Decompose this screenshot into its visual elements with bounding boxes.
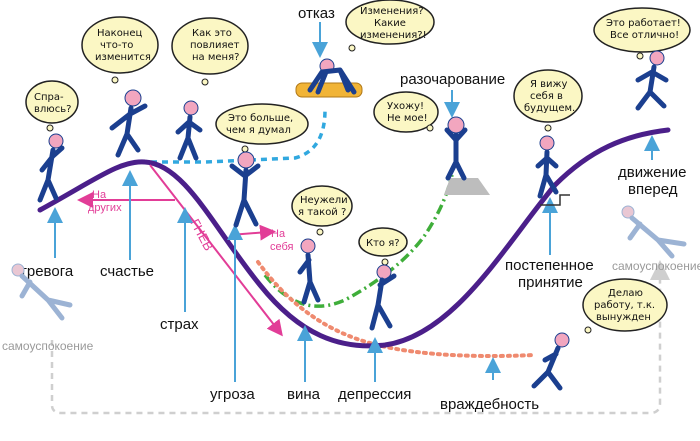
stage-depressiya: депрессия <box>338 386 411 403</box>
figure-vina <box>297 238 321 305</box>
svg-text:Ухожу!: Ухожу! <box>387 101 424 112</box>
bubble-kak: Как это повлияет на меня? <box>171 17 249 86</box>
svg-text:Какие: Какие <box>374 18 406 29</box>
figure-ugroza <box>229 151 261 228</box>
bubble-bolshe: Это больше, чем я думал <box>215 103 309 153</box>
figure-razocharovanie <box>444 116 468 181</box>
svg-text:вынужден: вынужден <box>596 312 651 323</box>
figure-depressiya <box>369 264 397 331</box>
svg-text:влюсь?: влюсь? <box>34 104 71 115</box>
figure-trevoga <box>37 133 65 203</box>
svg-text:будущем.: будущем. <box>524 103 575 114</box>
svg-text:Спра-: Спра- <box>34 92 64 103</box>
stage-arrows <box>47 22 660 382</box>
svg-text:Не мое!: Не мое! <box>387 113 428 124</box>
svg-text:Наконец: Наконец <box>97 28 142 39</box>
svg-text:Кто я?: Кто я? <box>366 238 400 249</box>
svg-text:Неужели: Неужели <box>300 195 348 206</box>
dashed-path-to-otkaz <box>140 109 327 164</box>
stage-dvizhenie-1: движение <box>618 164 686 181</box>
stage-razocharovanie: разочарование <box>400 71 505 88</box>
figure-samouspokoenie-right <box>621 205 687 259</box>
stage-dvizhenie-2: вперед <box>628 181 678 198</box>
step-block <box>540 194 570 206</box>
svg-text:Это работает!: Это работает! <box>606 18 681 29</box>
na-drugikh-label-1: На <box>92 189 107 201</box>
stage-postepennoe-1: постепенное <box>505 257 594 274</box>
return-loop-path <box>50 260 670 415</box>
svg-text:работу, т.к.: работу, т.к. <box>594 300 655 311</box>
stage-strakh: страх <box>160 316 199 333</box>
figure-strakh <box>175 100 203 161</box>
svg-text:я такой ?: я такой ? <box>298 207 346 218</box>
figure-dvizhenie <box>635 50 669 111</box>
stage-ugroza: угроза <box>210 386 255 403</box>
svg-text:Как это: Как это <box>192 28 232 39</box>
svg-text:Делаю: Делаю <box>608 288 643 299</box>
bubble-nakonec: Наконец что-то изменится <box>81 16 159 84</box>
svg-text:Я вижу: Я вижу <box>530 79 568 90</box>
svg-text:чем я думал: чем я думал <box>226 125 291 136</box>
figure-vrazhdebnost <box>531 332 570 391</box>
svg-text:на меня?: на меня? <box>192 52 239 63</box>
anger-arrows <box>77 164 283 337</box>
main-change-curve <box>37 127 671 349</box>
stage-vina: вина <box>287 386 321 403</box>
figure-samouspokoenie-left <box>11 263 73 321</box>
bubble-kto: Кто я? <box>358 227 408 266</box>
stage-otkaz: отказ <box>298 5 335 22</box>
bubble-vizhu: Я вижу себя в будущем. <box>513 69 583 132</box>
na-drugikh-label-2: других <box>88 202 122 214</box>
svg-text:что-то: что-то <box>100 40 133 51</box>
bubble-rabotaet: Это работает! Все отлично! <box>593 7 691 60</box>
stage-trevoga: тревога <box>20 263 74 280</box>
bubble-sprav: Спра- влюсь? <box>25 80 79 132</box>
stage-samouspokoenie-right: самоуспокоение <box>612 259 700 273</box>
stage-postepennoe-2: принятие <box>518 274 583 291</box>
bubble-neuzheli: Неужели я такой ? <box>291 185 353 236</box>
bubble-ukhozhu: Ухожу! Не мое! <box>373 91 439 133</box>
svg-text:Это больше,: Это больше, <box>228 113 293 124</box>
svg-text:Изменения?: Изменения? <box>360 6 424 17</box>
stage-schastye: счастье <box>100 263 154 280</box>
bubble-izmeneniya: Изменения? Какие изменения?! <box>345 0 435 52</box>
na-sebya-label-2: себя <box>270 241 294 253</box>
razocharovanie-ramp <box>444 178 490 195</box>
figure-postepennoe <box>535 135 559 199</box>
svg-text:изменится: изменится <box>95 52 151 63</box>
na-sebya-label-1: На <box>271 228 286 240</box>
bubble-delayu: Делаю работу, т.к. вынужден <box>582 278 668 334</box>
svg-text:повлияет: повлияет <box>190 40 240 51</box>
stage-vrazhdebnost: враждебность <box>440 396 539 413</box>
dotted-path-to-vrazhdebnost <box>256 260 537 358</box>
figure-otkaz <box>307 58 357 95</box>
figure-schastye <box>109 89 148 158</box>
stage-samouspokoenie-left: самоуспокоение <box>2 339 94 353</box>
svg-text:Все отлично!: Все отлично! <box>610 30 679 41</box>
svg-text:себя в: себя в <box>530 91 563 102</box>
svg-text:изменения?!: изменения?! <box>360 30 427 41</box>
